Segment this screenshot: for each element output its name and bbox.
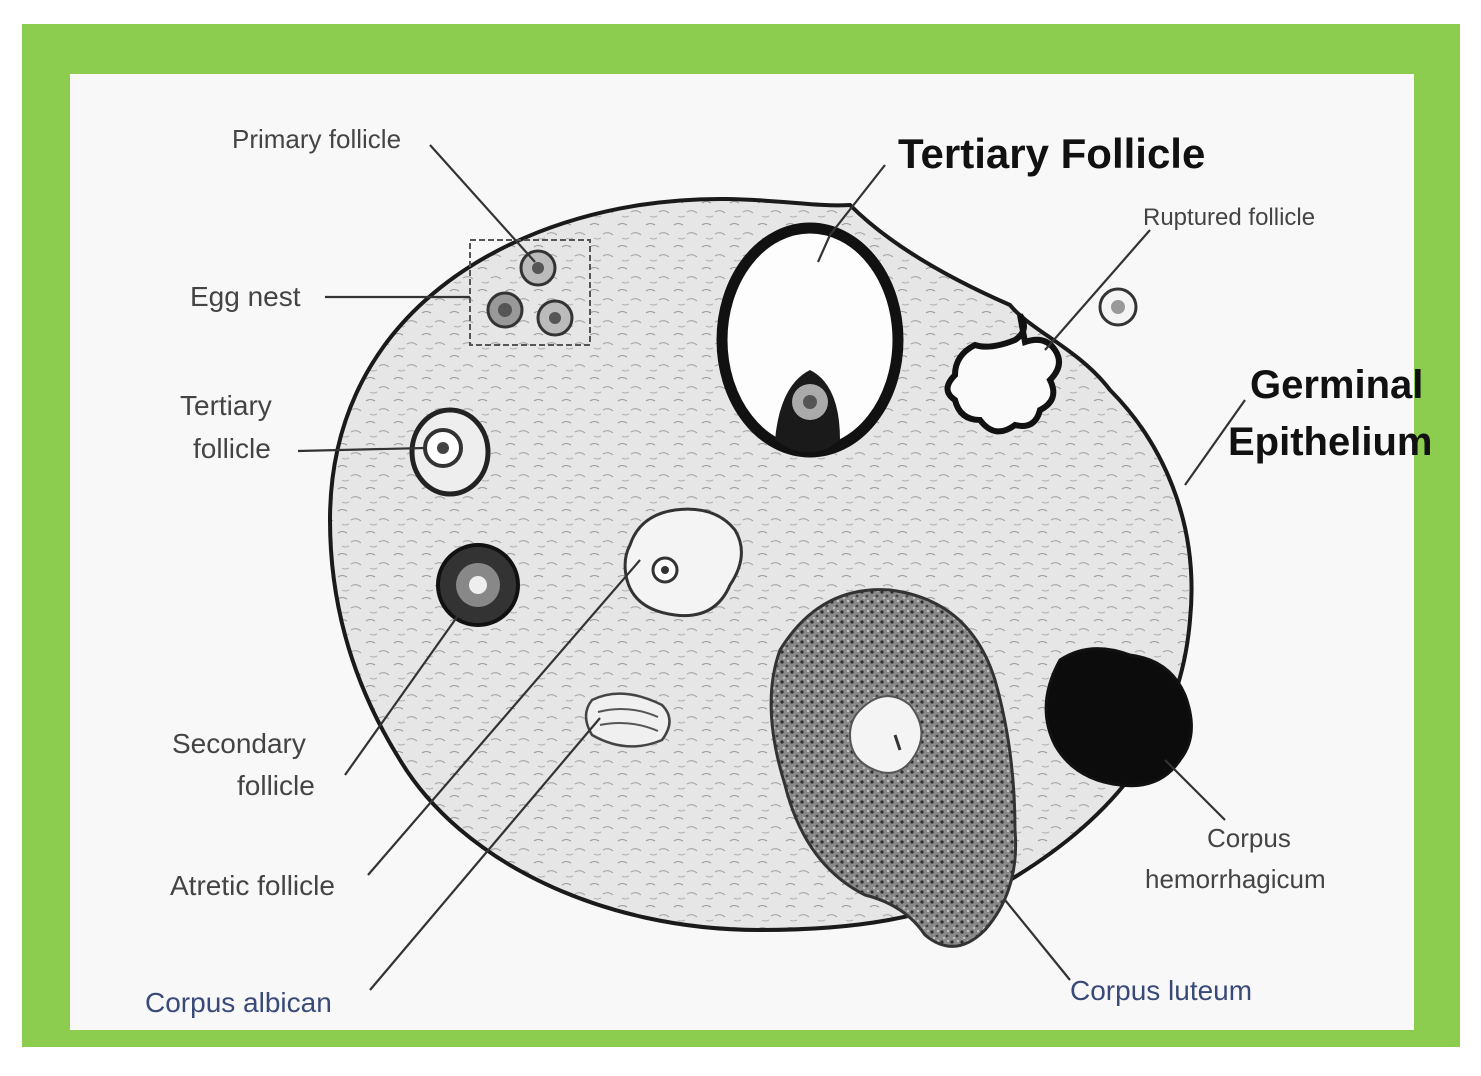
label-corpus-luteum: Corpus luteum [1070,975,1252,1006]
label-tertiary-follicle-small-line2: follicle [193,433,271,464]
ruptured-follicle-egg [1100,289,1136,325]
tertiary-follicle-large [722,228,898,453]
label-tertiary-follicle-small-line1: Tertiary [180,390,272,421]
label-corpus-albican: Corpus albican [145,987,332,1018]
label-primary-follicle: Primary follicle [232,124,401,154]
label-tertiary-follicle-main: Tertiary Follicle [898,130,1205,177]
secondary-follicle [438,545,518,625]
label-ruptured-follicle: Ruptured follicle [1143,204,1315,231]
label-secondary-follicle-line2: follicle [237,770,315,801]
label-germinal-epithelium-line2: Epithelium [1228,420,1432,464]
label-atretic-follicle: Atretic follicle [170,870,335,901]
label-egg-nest: Egg nest [190,281,301,312]
tertiary-follicle-small [412,410,488,494]
label-corpus-hemorrhagicum-line2: hemorrhagicum [1145,864,1326,894]
label-secondary-follicle-line1: Secondary [172,728,306,759]
label-germinal-epithelium-line1: Germinal [1250,363,1423,407]
label-corpus-hemorrhagicum-line1: Corpus [1207,823,1291,853]
